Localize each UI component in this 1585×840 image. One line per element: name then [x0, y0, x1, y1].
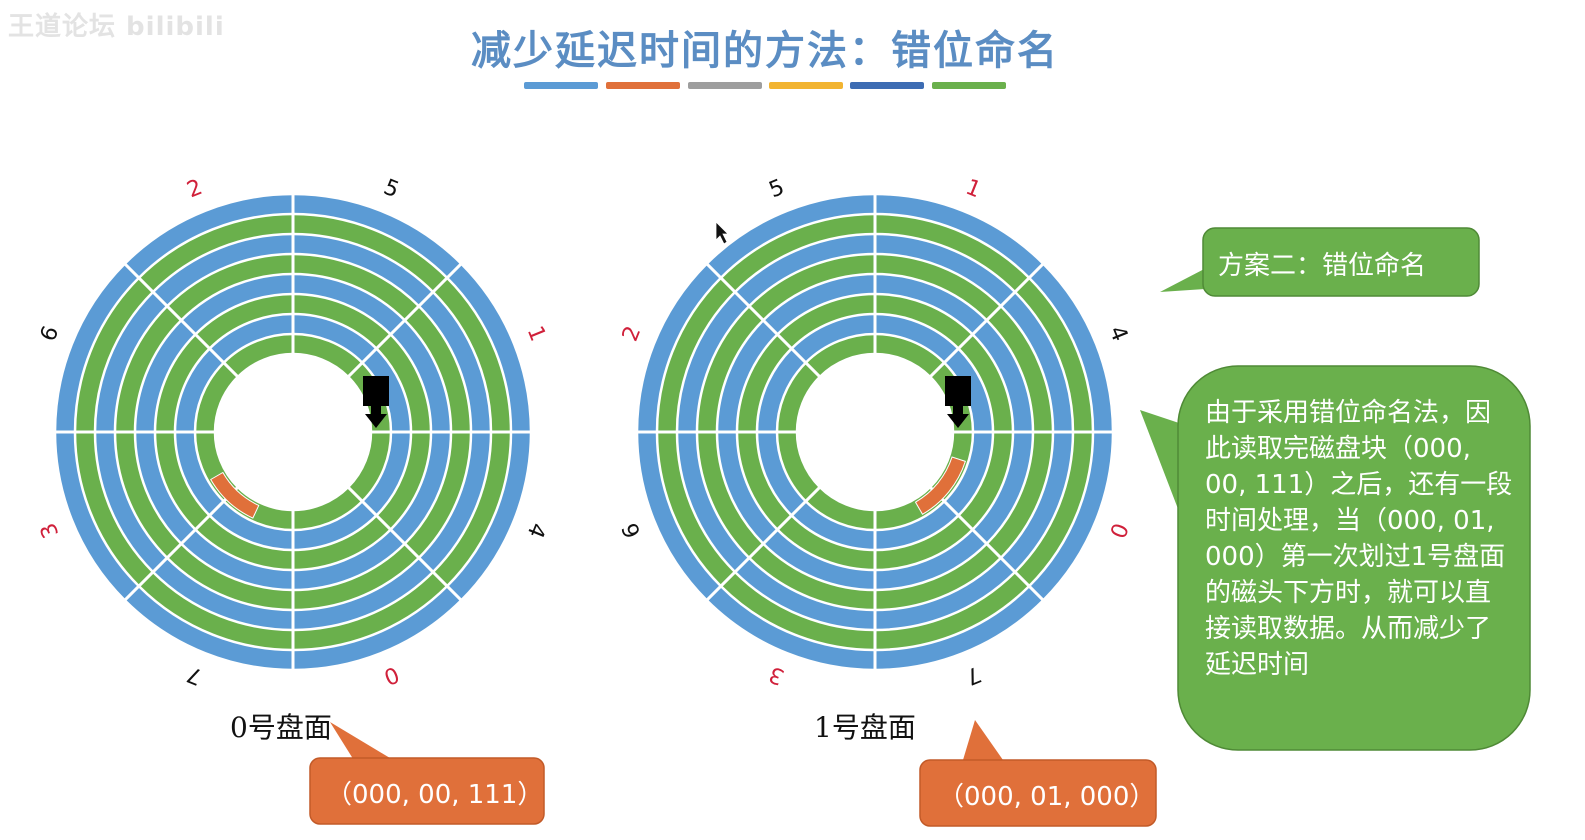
address1-callout	[919, 759, 1157, 827]
scheme-callout	[1202, 227, 1480, 297]
sector-number-label: 3	[766, 661, 788, 689]
title-bar-segment	[688, 82, 762, 89]
platter-0-disk: 0 1 2 3 4 5 6 7	[36, 175, 550, 689]
highlighted-sector	[210, 471, 260, 519]
sector-number-label: 1	[522, 323, 550, 345]
sector-number-label: 3	[36, 519, 64, 541]
sector-number-label: 4	[1104, 323, 1132, 345]
scheme-callout-text: 方案二：错位命名	[1218, 251, 1427, 281]
sector-divider	[347, 262, 463, 378]
read-write-head-icon	[363, 376, 389, 428]
sector-number-label: 5	[380, 175, 402, 203]
spindle-hole	[798, 355, 952, 509]
sector-divider	[123, 486, 239, 602]
sector-divider	[929, 262, 1045, 378]
sector-divider	[123, 262, 239, 378]
platter-1-label: 1号盘面	[814, 711, 916, 744]
address0-callout	[309, 757, 545, 825]
page-title: 减少延迟时间的方法：错位命名	[471, 28, 1059, 74]
read-write-head-icon	[945, 376, 971, 428]
sector-number-label: 4	[522, 519, 550, 541]
sector-divider	[347, 486, 463, 602]
address1-callout-tail	[960, 720, 1010, 770]
sector-number-label: 7	[962, 661, 984, 689]
sector-number-label: 7	[184, 661, 206, 689]
sector-number-label: 6	[618, 519, 646, 541]
platter-1-disk: 0 1 2 3 4 5 6 7	[618, 175, 1132, 689]
platter-0-label: 0号盘面	[230, 711, 332, 744]
platter-0-address: （000, 00, 111）	[326, 780, 544, 810]
sector-divider	[929, 486, 1045, 602]
title-color-bar	[524, 82, 1014, 90]
title-bar-segment	[932, 82, 1006, 89]
title-bar-segment	[850, 82, 924, 89]
platter-1-address: （000, 01, 000）	[938, 782, 1156, 812]
highlighted-sector	[914, 456, 966, 515]
sector-number-label: 1	[962, 175, 984, 203]
spindle-hole	[216, 355, 370, 509]
title-bar-segment	[769, 82, 843, 89]
sector-number-label: 0	[1104, 519, 1132, 541]
explanation-callout	[1177, 365, 1531, 751]
sector-number-label: 2	[618, 323, 646, 345]
sector-divider	[705, 262, 821, 378]
sector-number-label: 6	[36, 323, 64, 345]
sector-number-label: 0	[380, 661, 402, 689]
title-bar-segment	[606, 82, 680, 89]
sector-divider	[705, 486, 821, 602]
mouse-pointer-icon	[715, 221, 729, 245]
watermark: 王道论坛 bilibili	[8, 12, 225, 42]
sector-number-label: 2	[184, 175, 206, 203]
explanation-callout-text: 由于采用错位命名法，因此读取完磁盘块（000, 00, 111）之后，还有一段时…	[1205, 398, 1513, 680]
sector-number-label: 5	[766, 175, 788, 203]
title-bar-segment	[524, 82, 598, 89]
